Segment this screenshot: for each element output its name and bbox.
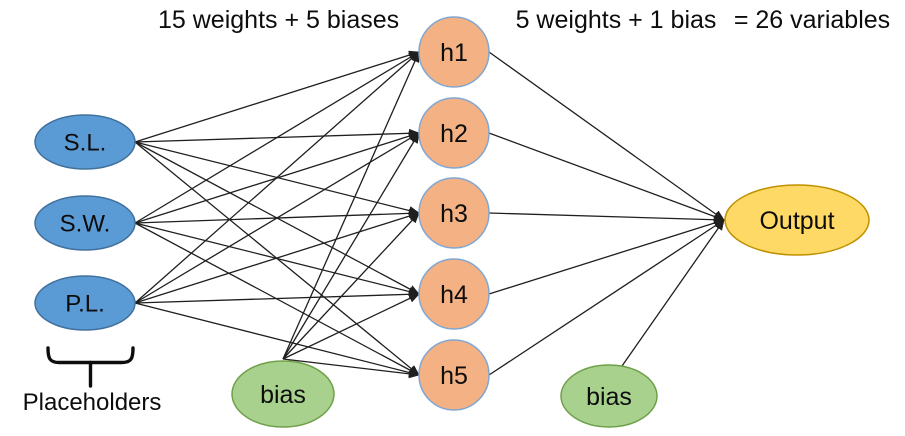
node-SL — [34, 114, 136, 170]
node-h5 — [418, 339, 490, 411]
node-PL-label: P.L. — [65, 291, 105, 318]
edge-PL-h3 — [134, 211, 420, 304]
node-h2 — [418, 97, 490, 169]
edge-bias1-h4 — [282, 293, 420, 360]
edge-PL-h2 — [134, 132, 420, 304]
node-h4 — [418, 258, 490, 330]
placeholders-brace — [46, 346, 135, 365]
edge-h2-out — [488, 132, 725, 221]
node-bias1 — [231, 360, 335, 428]
edge-bias1-h5 — [282, 358, 420, 379]
node-out — [724, 184, 870, 256]
edge-bias1-h1 — [282, 51, 420, 360]
node-SL-label: S.L. — [64, 130, 107, 157]
edge-bias1-h2 — [282, 132, 420, 360]
edge-h1-out — [488, 51, 725, 221]
total-variables-label: = 26 variables — [733, 6, 891, 34]
node-bias2-label: bias — [586, 383, 632, 411]
node-h1 — [418, 16, 490, 88]
edge-SW-h1 — [134, 51, 420, 224]
node-SW — [34, 195, 136, 251]
edge-PL-h1 — [134, 51, 420, 304]
edge-h3-out — [488, 212, 725, 225]
node-out-label: Output — [759, 207, 834, 235]
hidden-layer-count-label: 15 weights + 5 biases — [158, 6, 400, 34]
node-PL — [34, 275, 136, 331]
node-SW-label: S.W. — [60, 211, 111, 238]
edge-SL-h1 — [134, 50, 420, 143]
edge-h5-out — [488, 219, 725, 376]
node-h2-label: h2 — [440, 120, 468, 148]
edge-PL-h4 — [134, 289, 420, 304]
edge-h4-out — [488, 218, 725, 295]
edge-bias2-out — [621, 219, 725, 367]
node-h1-label: h1 — [440, 39, 468, 67]
edge-PL-h5 — [134, 302, 420, 377]
node-bias1-label: bias — [260, 381, 306, 409]
edge-bias1-h3 — [282, 212, 420, 360]
node-h5-label: h5 — [440, 362, 468, 390]
node-h3-label: h3 — [440, 200, 468, 228]
node-h3 — [418, 177, 490, 249]
placeholders-label: Placeholders — [22, 389, 162, 416]
node-bias2 — [560, 364, 658, 428]
output-layer-count-label: 5 weights + 1 bias — [515, 6, 717, 34]
node-h4-label: h4 — [440, 281, 468, 309]
